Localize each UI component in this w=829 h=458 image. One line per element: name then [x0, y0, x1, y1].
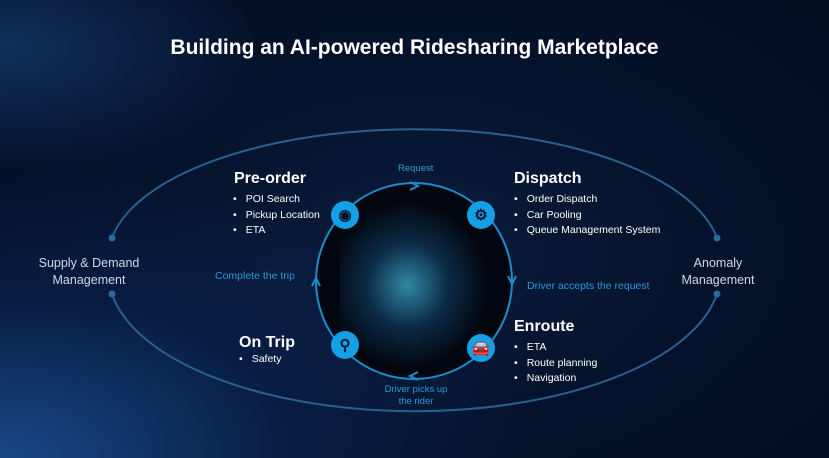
gears-icon: ⚙ [467, 201, 495, 229]
page-title: Building an AI-powered Ridesharing Marke… [170, 36, 659, 59]
list-item: Route planning [514, 356, 598, 372]
preorder-title: Pre-order [234, 170, 307, 187]
outer-dot [713, 290, 721, 298]
list-item: ETA [514, 340, 597, 356]
car-icon: 🚘 [467, 334, 495, 362]
transition-pickup: Driver picks up the rider [378, 384, 454, 408]
location-pin-icon: ⚲ [331, 331, 359, 359]
list-item: Queue Management System [514, 223, 661, 239]
transition-complete: Complete the trip [215, 270, 295, 282]
supply-demand-line2: Management [52, 273, 126, 287]
arrow-complete [311, 275, 321, 287]
outer-dot [108, 290, 116, 298]
arrow-accept [507, 275, 517, 287]
transition-pickup-line2: the rider [398, 396, 434, 407]
anomaly-line2: Management [681, 273, 755, 287]
list-item: POI Search [233, 192, 320, 208]
transition-accept: Driver accepts the request [527, 280, 650, 292]
enroute-title: Enroute [514, 318, 575, 335]
arrow-pickup [407, 371, 419, 381]
outer-ellipse-bottom [111, 293, 718, 413]
outer-ellipse-top [111, 128, 718, 239]
list-item: Navigation [514, 371, 597, 387]
eye-pin-icon: ◉ [331, 201, 359, 229]
ai-head-image [340, 200, 490, 370]
arrow-request [409, 181, 421, 191]
list-item: Safety [239, 352, 282, 368]
outer-dot [713, 234, 721, 242]
ontrip-list: Safety [239, 352, 282, 368]
enroute-list: ETA Route planning Navigation [514, 340, 598, 387]
ontrip-title: On Trip [239, 334, 295, 351]
dispatch-title: Dispatch [514, 170, 582, 187]
anomaly-line1: Anomaly [693, 256, 743, 270]
preorder-list: POI Search Pickup Location ETA [233, 192, 320, 239]
list-item: ETA [233, 223, 320, 239]
dispatch-list: Order Dispatch Car Pooling Queue Managem… [514, 192, 661, 239]
supply-demand-line1: Supply & Demand [38, 256, 140, 270]
transition-request: Request [398, 163, 434, 174]
list-item: Order Dispatch [514, 192, 660, 208]
list-item: Pickup Location [233, 208, 320, 224]
outer-dot [108, 234, 116, 242]
supply-demand-label: Supply & Demand Management [28, 255, 150, 289]
anomaly-label: Anomaly Management [670, 255, 766, 289]
list-item: Car Pooling [514, 208, 660, 224]
transition-pickup-line1: Driver picks up [384, 384, 448, 395]
